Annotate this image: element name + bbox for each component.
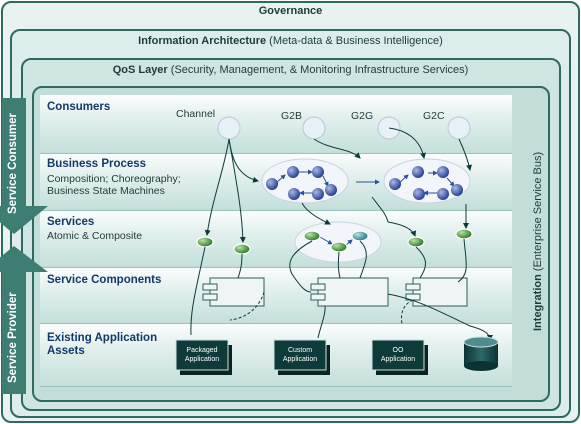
services-layer: Services Atomic & Composite <box>40 211 512 268</box>
custom-application-line-2: Application <box>282 356 318 363</box>
process-node <box>312 166 324 178</box>
existing-assets-title-1: Existing Application <box>47 332 158 344</box>
g2c-node <box>447 116 471 140</box>
custom-application: Custom Application <box>274 340 326 370</box>
service-consumer-arrow <box>0 98 48 234</box>
consumers-title: Consumers <box>47 101 111 113</box>
process-node <box>451 184 463 196</box>
services-title: Services <box>47 216 95 228</box>
process-1-nodes <box>266 166 337 200</box>
existing-assets-title-2: Assets <box>47 345 85 357</box>
packaged-application-line-2: Application <box>184 356 220 363</box>
custom-application-line-1: Custom <box>287 347 313 354</box>
process-node <box>412 166 424 178</box>
service-node <box>233 243 251 255</box>
qos-title: QoS Layer (Security, Management, & Monit… <box>0 64 581 76</box>
service-component-3 <box>405 277 468 307</box>
oo-application-line-1: OO <box>392 347 404 354</box>
service-node <box>407 236 425 248</box>
service-components-title: Service Components <box>47 274 162 286</box>
channel-node <box>217 116 241 140</box>
process-node <box>437 188 449 200</box>
database-icon <box>463 336 499 371</box>
governance-title: Governance <box>258 5 323 17</box>
qos-detail: (Security, Management, & Monitoring Infr… <box>170 64 469 76</box>
information-architecture-title: Information Architecture (Meta-data & Bu… <box>0 35 581 47</box>
oo-application-line-2: Application <box>380 356 416 363</box>
process-node <box>266 178 278 190</box>
process-2-nodes <box>389 166 463 200</box>
service-provider-arrow <box>0 246 48 394</box>
service-node <box>351 230 369 242</box>
information-architecture-label: Information Architecture <box>138 35 267 47</box>
packaged-application-line-1: Packaged <box>186 347 218 354</box>
oo-application: OO Application <box>372 340 424 370</box>
business-process-title: Business Process <box>47 158 147 170</box>
g2b-node <box>302 116 326 140</box>
business-process-subtitle-2: Business State Machines <box>47 185 165 197</box>
service-node <box>196 236 214 248</box>
service-node <box>303 230 321 242</box>
process-node <box>437 166 449 178</box>
services-subtitle: Atomic & Composite <box>47 230 143 242</box>
service-component-1 <box>202 277 265 307</box>
g2g-label: G2G <box>351 110 374 122</box>
consumers-layer: Consumers <box>40 95 512 154</box>
qos-label: QoS Layer <box>112 64 168 76</box>
process-node <box>325 184 337 196</box>
service-node <box>455 228 473 240</box>
process-node <box>413 188 425 200</box>
process-node <box>287 166 299 178</box>
channel-label: Channel <box>176 108 216 120</box>
business-process-subtitle-1: Composition; Choreography; <box>47 173 181 185</box>
process-node <box>389 178 401 190</box>
information-architecture-detail: (Meta-data & Business Intelligence) <box>269 35 443 47</box>
process-node <box>312 188 324 200</box>
g2b-label: G2B <box>281 110 303 122</box>
composite-service-nodes <box>303 230 369 253</box>
service-node <box>330 241 348 253</box>
packaged-application: Packaged Application <box>176 340 228 370</box>
g2c-label: G2C <box>423 110 445 122</box>
process-node <box>288 188 300 200</box>
service-component-2 <box>310 277 389 307</box>
